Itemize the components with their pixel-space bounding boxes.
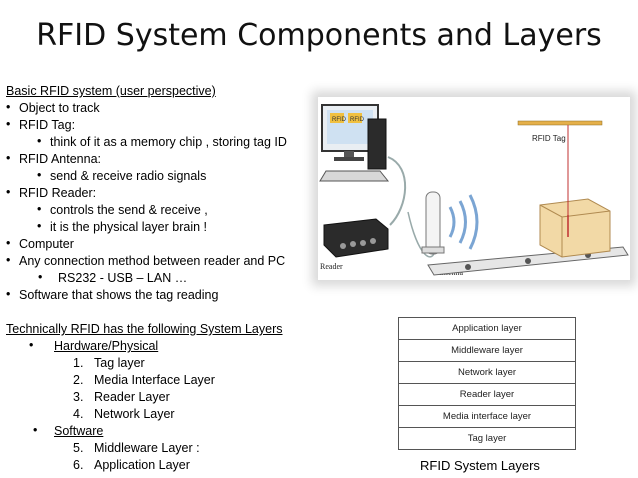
group-label-hardware: Hardware/Physical <box>54 339 159 353</box>
rfid-tag-label: RFID Tag <box>532 134 566 143</box>
bullet-dot: • <box>37 202 42 216</box>
bullet-text: RFID Tag: <box>19 118 76 132</box>
layer-item: Reader Layer <box>94 390 170 404</box>
reader-label: Reader <box>320 262 343 271</box>
layer-item: Middleware Layer : <box>94 441 200 455</box>
bullet-text: it is the physical layer brain ! <box>50 220 208 234</box>
bullet-dot: • <box>6 253 11 267</box>
bullet-dot: • <box>6 100 11 114</box>
layer-cell: Reader layer <box>399 384 575 406</box>
rfid-system-illustration: RFID RFID Reader Antenna <box>318 97 630 280</box>
layer-cell: Network layer <box>399 362 575 384</box>
layer-num: 1. <box>73 356 84 370</box>
computer-tower-icon <box>367 118 387 170</box>
layer-num: 4. <box>73 407 84 421</box>
reader-icon <box>323 218 389 258</box>
layer-item: Media Interface Layer <box>94 373 215 387</box>
bullet-dot: • <box>6 185 11 199</box>
bullet-text: RS232 - USB – LAN … <box>58 271 188 285</box>
layer-cell: Tag layer <box>467 433 507 444</box>
group-label-software: Software <box>54 424 104 438</box>
bullet-dot: • <box>29 338 34 352</box>
bullet-dot: • <box>33 423 38 437</box>
layer-item: Tag layer <box>94 356 145 370</box>
bullet-dot: • <box>37 134 42 148</box>
bullet-text: RFID Reader: <box>19 186 97 200</box>
layer-stack-caption: RFID System Layers <box>420 458 540 473</box>
bullet-dot: • <box>6 236 11 250</box>
layer-num: 2. <box>73 373 84 387</box>
layer-cell: Application layer <box>399 318 575 340</box>
bullet-text: send & receive radio signals <box>50 169 207 183</box>
keyboard-icon <box>319 170 390 182</box>
antenna-icon <box>425 191 441 255</box>
layer-item: Application Layer <box>94 458 190 472</box>
bullet-text: Software that shows the tag reading <box>19 288 219 302</box>
bullet-dot: • <box>6 117 11 131</box>
layer-item: Network Layer <box>94 407 175 421</box>
layer-num: 5. <box>73 441 84 455</box>
bullet-text: Object to track <box>19 101 100 115</box>
layer-num: 6. <box>73 458 84 472</box>
bullet-dot: • <box>38 270 43 284</box>
layer-cell: Middleware layer <box>399 340 575 362</box>
cable-line <box>387 156 407 226</box>
rfid-tag-icon <box>517 120 603 126</box>
bullet-dot: • <box>6 151 11 165</box>
tech-heading: Technically RFID has the following Syste… <box>6 322 283 336</box>
bullet-dot: • <box>37 168 42 182</box>
svg-text:RFID: RFID <box>350 117 365 123</box>
package-box-icon <box>539 198 611 258</box>
layer-cell: Media interface layer <box>399 406 575 428</box>
bullet-text: RFID Antenna: <box>19 152 101 166</box>
layer-stack-table: Application layer Middleware layer Netwo… <box>398 317 576 450</box>
bullet-text: controls the send & receive , <box>50 203 208 217</box>
basic-heading: Basic RFID system (user perspective) <box>6 84 216 98</box>
layer-num: 3. <box>73 390 84 404</box>
bullet-dot: • <box>37 219 42 233</box>
slide-title: RFID System Components and Layers <box>36 18 602 53</box>
svg-text:RFID: RFID <box>332 117 347 123</box>
bullet-text: think of it as a memory chip , storing t… <box>50 135 287 149</box>
radio-waves-icon <box>448 194 479 250</box>
bullet-text: Any connection method between reader and… <box>19 254 286 268</box>
bullet-text: Computer <box>19 237 74 251</box>
bullet-dot: • <box>6 287 11 301</box>
